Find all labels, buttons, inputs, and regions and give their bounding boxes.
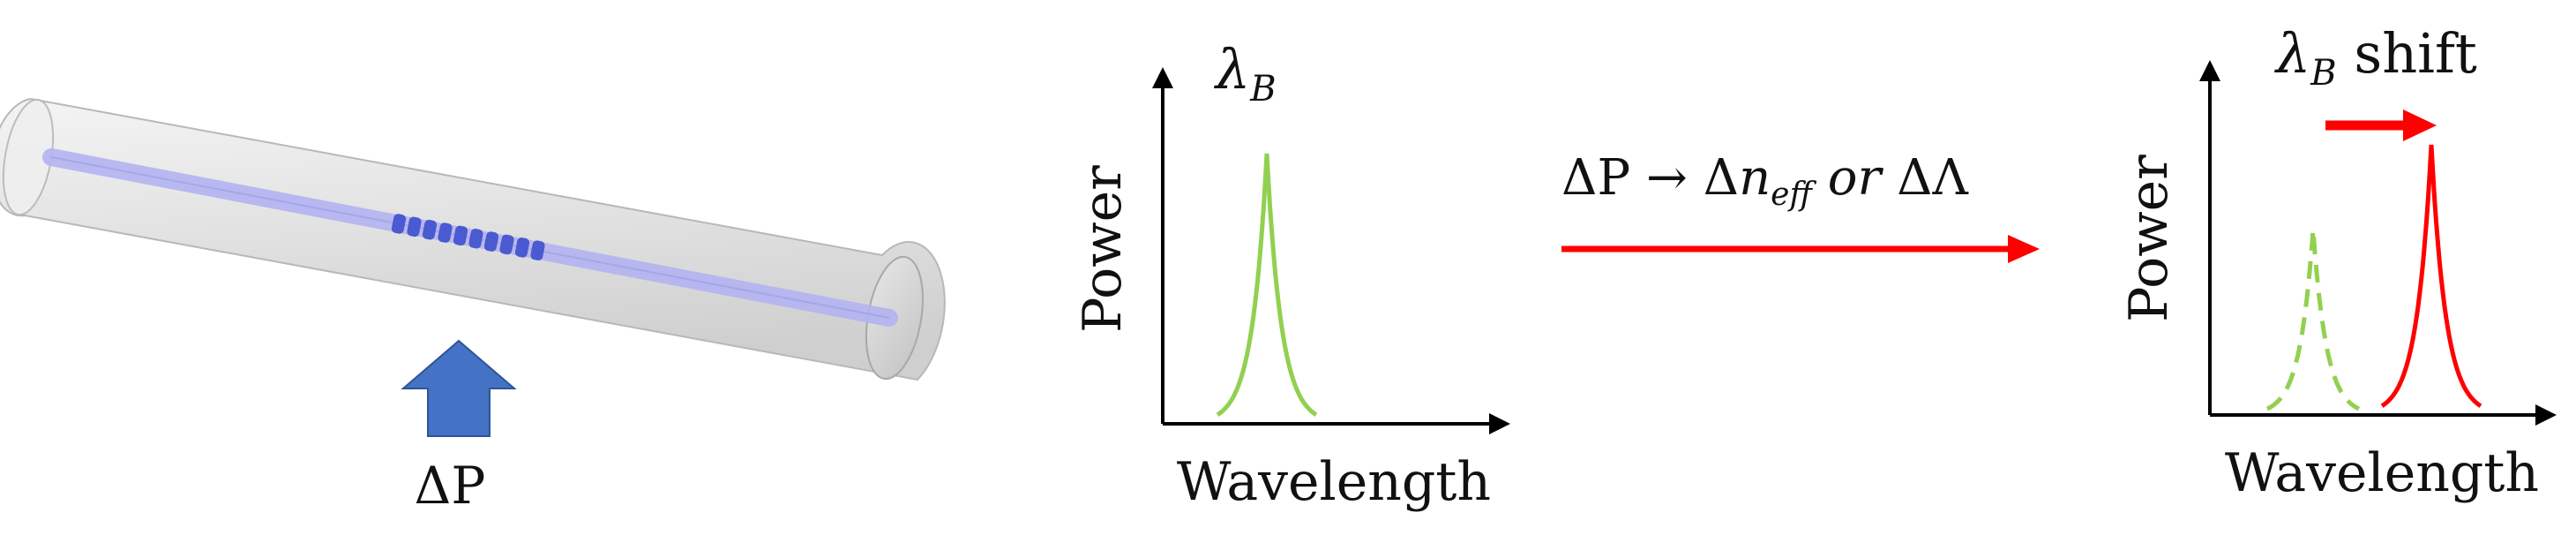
grating-segment xyxy=(483,231,499,252)
chart-after: λB shift Power Wavelength xyxy=(2118,21,2557,504)
shift-arrowhead xyxy=(2403,109,2437,141)
pressure-arrow xyxy=(401,339,517,437)
chart-before: λB Power Wavelength xyxy=(1072,37,1510,513)
grating-segment xyxy=(514,238,530,258)
chart-after-shifted-peak xyxy=(2380,144,2482,408)
chart-after-xlabel: Wavelength xyxy=(2225,442,2539,504)
chart-after-y-arrowhead xyxy=(2199,60,2220,81)
grating-segment xyxy=(422,219,438,240)
grating-segment xyxy=(438,222,453,243)
chart-after-shift-label: λB shift xyxy=(2273,21,2477,94)
chart-before-peak-label: λB xyxy=(1213,37,1277,109)
grating-segment xyxy=(468,228,483,249)
chart-before-ylabel: Power xyxy=(1072,165,1134,333)
chart-before-xlabel: Wavelength xyxy=(1177,451,1491,513)
grating-segment xyxy=(499,234,514,255)
chart-after-x-arrowhead xyxy=(2535,404,2557,426)
chart-before-peak-curve xyxy=(1216,153,1318,417)
grating-segment xyxy=(407,216,422,238)
chart-after-ylabel: Power xyxy=(2118,155,2180,322)
process-label: ΔP → Δneff or ΔΛ xyxy=(1561,149,1969,213)
process-step: ΔP → Δneff or ΔΛ xyxy=(1561,149,2040,263)
process-arrowhead xyxy=(2008,235,2040,263)
grating-segment xyxy=(391,214,407,234)
chart-before-x-arrowhead xyxy=(1489,413,1510,434)
pressure-label: ΔP xyxy=(415,456,486,516)
chart-before-y-arrowhead xyxy=(1152,67,1173,88)
grating-segment xyxy=(530,240,545,260)
chart-after-original-peak xyxy=(2265,229,2361,411)
grating-segment xyxy=(453,225,468,246)
optical-fiber xyxy=(0,97,946,381)
bragg-grating xyxy=(391,214,545,260)
